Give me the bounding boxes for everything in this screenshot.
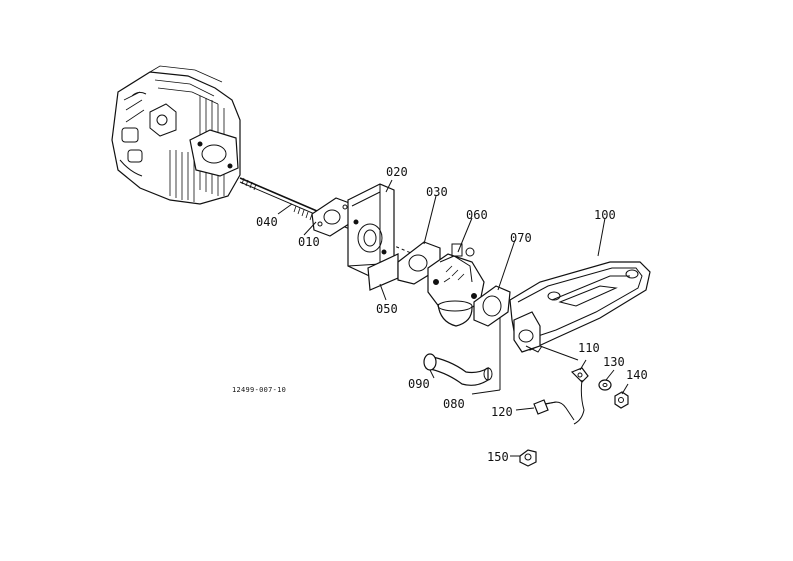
callout-040: 040 (256, 215, 278, 229)
callout-010: 010 (298, 235, 320, 249)
choke-wire (543, 379, 585, 425)
callout-130: 130 (603, 355, 625, 369)
hose-080 (425, 355, 493, 386)
callout-120: 120 (491, 405, 513, 419)
gasket-010 (311, 197, 353, 237)
callout-110: 110 (578, 341, 600, 355)
callout-150: 150 (487, 450, 509, 464)
callout-050: 050 (376, 302, 398, 316)
bolt-150 (519, 449, 537, 467)
bolt-120 (533, 399, 557, 415)
callout-020: 020 (386, 165, 408, 179)
nut-140 (614, 391, 629, 409)
callout-060: 060 (466, 208, 488, 222)
gasket-070 (473, 285, 511, 327)
callout-140: 140 (626, 368, 648, 382)
bracket-110 (570, 367, 589, 383)
callout-070: 070 (510, 231, 532, 245)
callout-080: 080 (443, 397, 465, 411)
leader-lines (277, 179, 629, 457)
carburetor-060 (427, 243, 485, 327)
callout-090: 090 (408, 377, 430, 391)
hose-clip-090 (423, 353, 437, 371)
washer-130 (598, 379, 612, 391)
callout-030: 030 (426, 185, 448, 199)
callout-100: 100 (594, 208, 616, 222)
air-cleaner-body-100 (509, 261, 651, 353)
drawing-code: 12499-007-10 (232, 386, 286, 394)
cylinder-head (111, 65, 241, 205)
